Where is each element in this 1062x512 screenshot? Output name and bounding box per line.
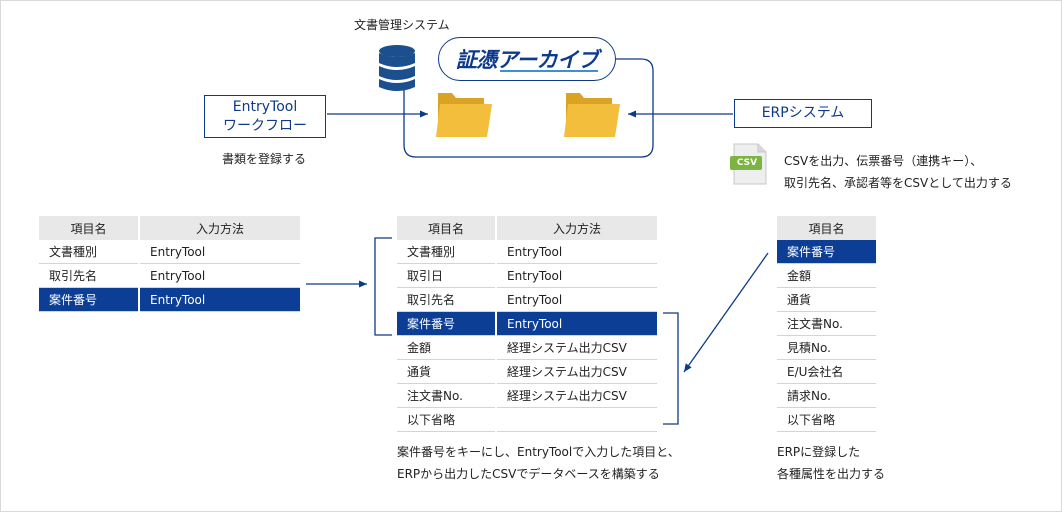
- cell-name: 文書種別: [397, 240, 497, 264]
- table-row-highlight: 案件番号 EntryTool: [39, 287, 300, 312]
- archive-logo: 証憑アーカイブ: [455, 48, 599, 72]
- table-row: 通貨 経理システム出力CSV: [397, 359, 657, 384]
- cell-method: EntryTool: [496, 287, 657, 312]
- cell-name: 文書種別: [39, 240, 140, 264]
- cell-name: 案件番号: [777, 240, 876, 264]
- table-row: 文書種別 EntryTool: [397, 240, 657, 264]
- cell-name: 注文書No.: [397, 383, 497, 408]
- cell-name: E/U会社名: [777, 359, 876, 384]
- cell-name: 金額: [397, 335, 497, 360]
- cell-method: EntryTool: [139, 287, 300, 312]
- cell-name: 案件番号: [39, 287, 140, 312]
- middle-bracket-right: [663, 312, 679, 425]
- middle-header-name: 項目名: [397, 216, 497, 240]
- erp-note: CSVを出力、伝票番号（連携キー）、 取引先名、承認者等をCSVとして出力する: [784, 150, 1012, 194]
- table-row-highlight: 案件番号: [777, 240, 876, 264]
- right-table-arrow: [683, 252, 769, 373]
- left-table: 項目名 入力方法 文書種別 EntryTool 取引先名 EntryTool 案…: [39, 216, 300, 312]
- table-row: 以下省略: [397, 407, 657, 432]
- table-row: 見積No.: [777, 335, 876, 360]
- table-row: 請求No.: [777, 383, 876, 408]
- entrytool-caption: 書類を登録する: [222, 152, 307, 166]
- table-row: E/U会社名: [777, 359, 876, 384]
- cell-name: 通貨: [397, 359, 497, 384]
- middle-table: 項目名 入力方法 文書種別 EntryTool 取引日 EntryTool 取引…: [397, 216, 657, 432]
- right-caption-line2: 各種属性を出力する: [777, 467, 886, 481]
- table-row: 通貨: [777, 287, 876, 312]
- erp-note-line2: 取引先名、承認者等をCSVとして出力する: [784, 176, 1012, 190]
- cell-method: EntryTool: [496, 240, 657, 264]
- table-row: 以下省略: [777, 407, 876, 432]
- table-row: 金額: [777, 263, 876, 288]
- left-header-name: 項目名: [39, 216, 140, 240]
- table-row: 金額 経理システム出力CSV: [397, 335, 657, 360]
- right-header-name: 項目名: [777, 216, 876, 240]
- erp-label: ERPシステム: [761, 105, 845, 121]
- cell-method: EntryTool: [139, 263, 300, 288]
- table-row: 取引日 EntryTool: [397, 263, 657, 288]
- cell-name: 以下省略: [777, 407, 876, 432]
- cell-name: 取引先名: [397, 287, 497, 312]
- left-header-method: 入力方法: [139, 216, 300, 240]
- middle-header-method: 入力方法: [496, 216, 657, 240]
- cell-name: 見積No.: [777, 335, 876, 360]
- cell-name: 注文書No.: [777, 311, 876, 336]
- table-row: 取引先名 EntryTool: [39, 263, 300, 288]
- table-row: 注文書No.: [777, 311, 876, 336]
- cell-name: 金額: [777, 263, 876, 288]
- table-row: 注文書No. 経理システム出力CSV: [397, 383, 657, 408]
- cell-name: 取引先名: [39, 263, 140, 288]
- entrytool-line1: EntryTool: [232, 98, 298, 115]
- middle-caption: 案件番号をキーにし、EntryToolで入力した項目と、 ERPから出力したCS…: [397, 441, 680, 485]
- table-row: 文書種別 EntryTool: [39, 240, 300, 264]
- system-enclosure: [403, 58, 654, 158]
- cell-name: 通貨: [777, 287, 876, 312]
- archive-logo-pill: 証憑アーカイブ: [438, 37, 616, 81]
- cell-method: 経理システム出力CSV: [496, 383, 657, 408]
- folder-icon-right: [564, 93, 620, 137]
- table-row: 取引先名 EntryTool: [397, 287, 657, 312]
- cell-method: EntryTool: [496, 263, 657, 288]
- cell-method: 経理システム出力CSV: [496, 335, 657, 360]
- cell-name: 以下省略: [397, 407, 497, 432]
- csv-badge-label: CSV: [736, 158, 758, 168]
- cell-method: EntryTool: [496, 311, 657, 336]
- cell-name: 案件番号: [397, 311, 497, 336]
- database-icon: [379, 45, 415, 91]
- middle-bracket-left: [374, 237, 392, 336]
- system-label: 文書管理システム: [354, 18, 450, 32]
- entrytool-box: EntryTool ワークフロー: [204, 95, 326, 138]
- cell-method: 経理システム出力CSV: [496, 359, 657, 384]
- table-row-highlight: 案件番号 EntryTool: [397, 311, 657, 336]
- logo-underline: [500, 70, 598, 72]
- entrytool-line2: ワークフロー: [223, 117, 307, 134]
- right-caption-line1: ERPに登録した: [777, 445, 861, 459]
- csv-file-icon: [730, 143, 767, 185]
- middle-caption-line1: 案件番号をキーにし、EntryToolで入力した項目と、: [397, 445, 680, 459]
- right-table: 項目名 案件番号 金額 通貨 注文書No. 見積No. E/U会社名 請求No.…: [777, 216, 876, 432]
- cell-name: 取引日: [397, 263, 497, 288]
- cell-method: [496, 407, 657, 432]
- erp-box: ERPシステム: [734, 99, 872, 128]
- middle-caption-line2: ERPから出力したCSVでデータベースを構築する: [397, 467, 660, 481]
- cell-name: 請求No.: [777, 383, 876, 408]
- right-caption: ERPに登録した 各種属性を出力する: [777, 441, 885, 485]
- erp-note-line1: CSVを出力、伝票番号（連携キー）、: [784, 154, 983, 168]
- folder-icon-left: [436, 93, 492, 137]
- cell-method: EntryTool: [139, 240, 300, 264]
